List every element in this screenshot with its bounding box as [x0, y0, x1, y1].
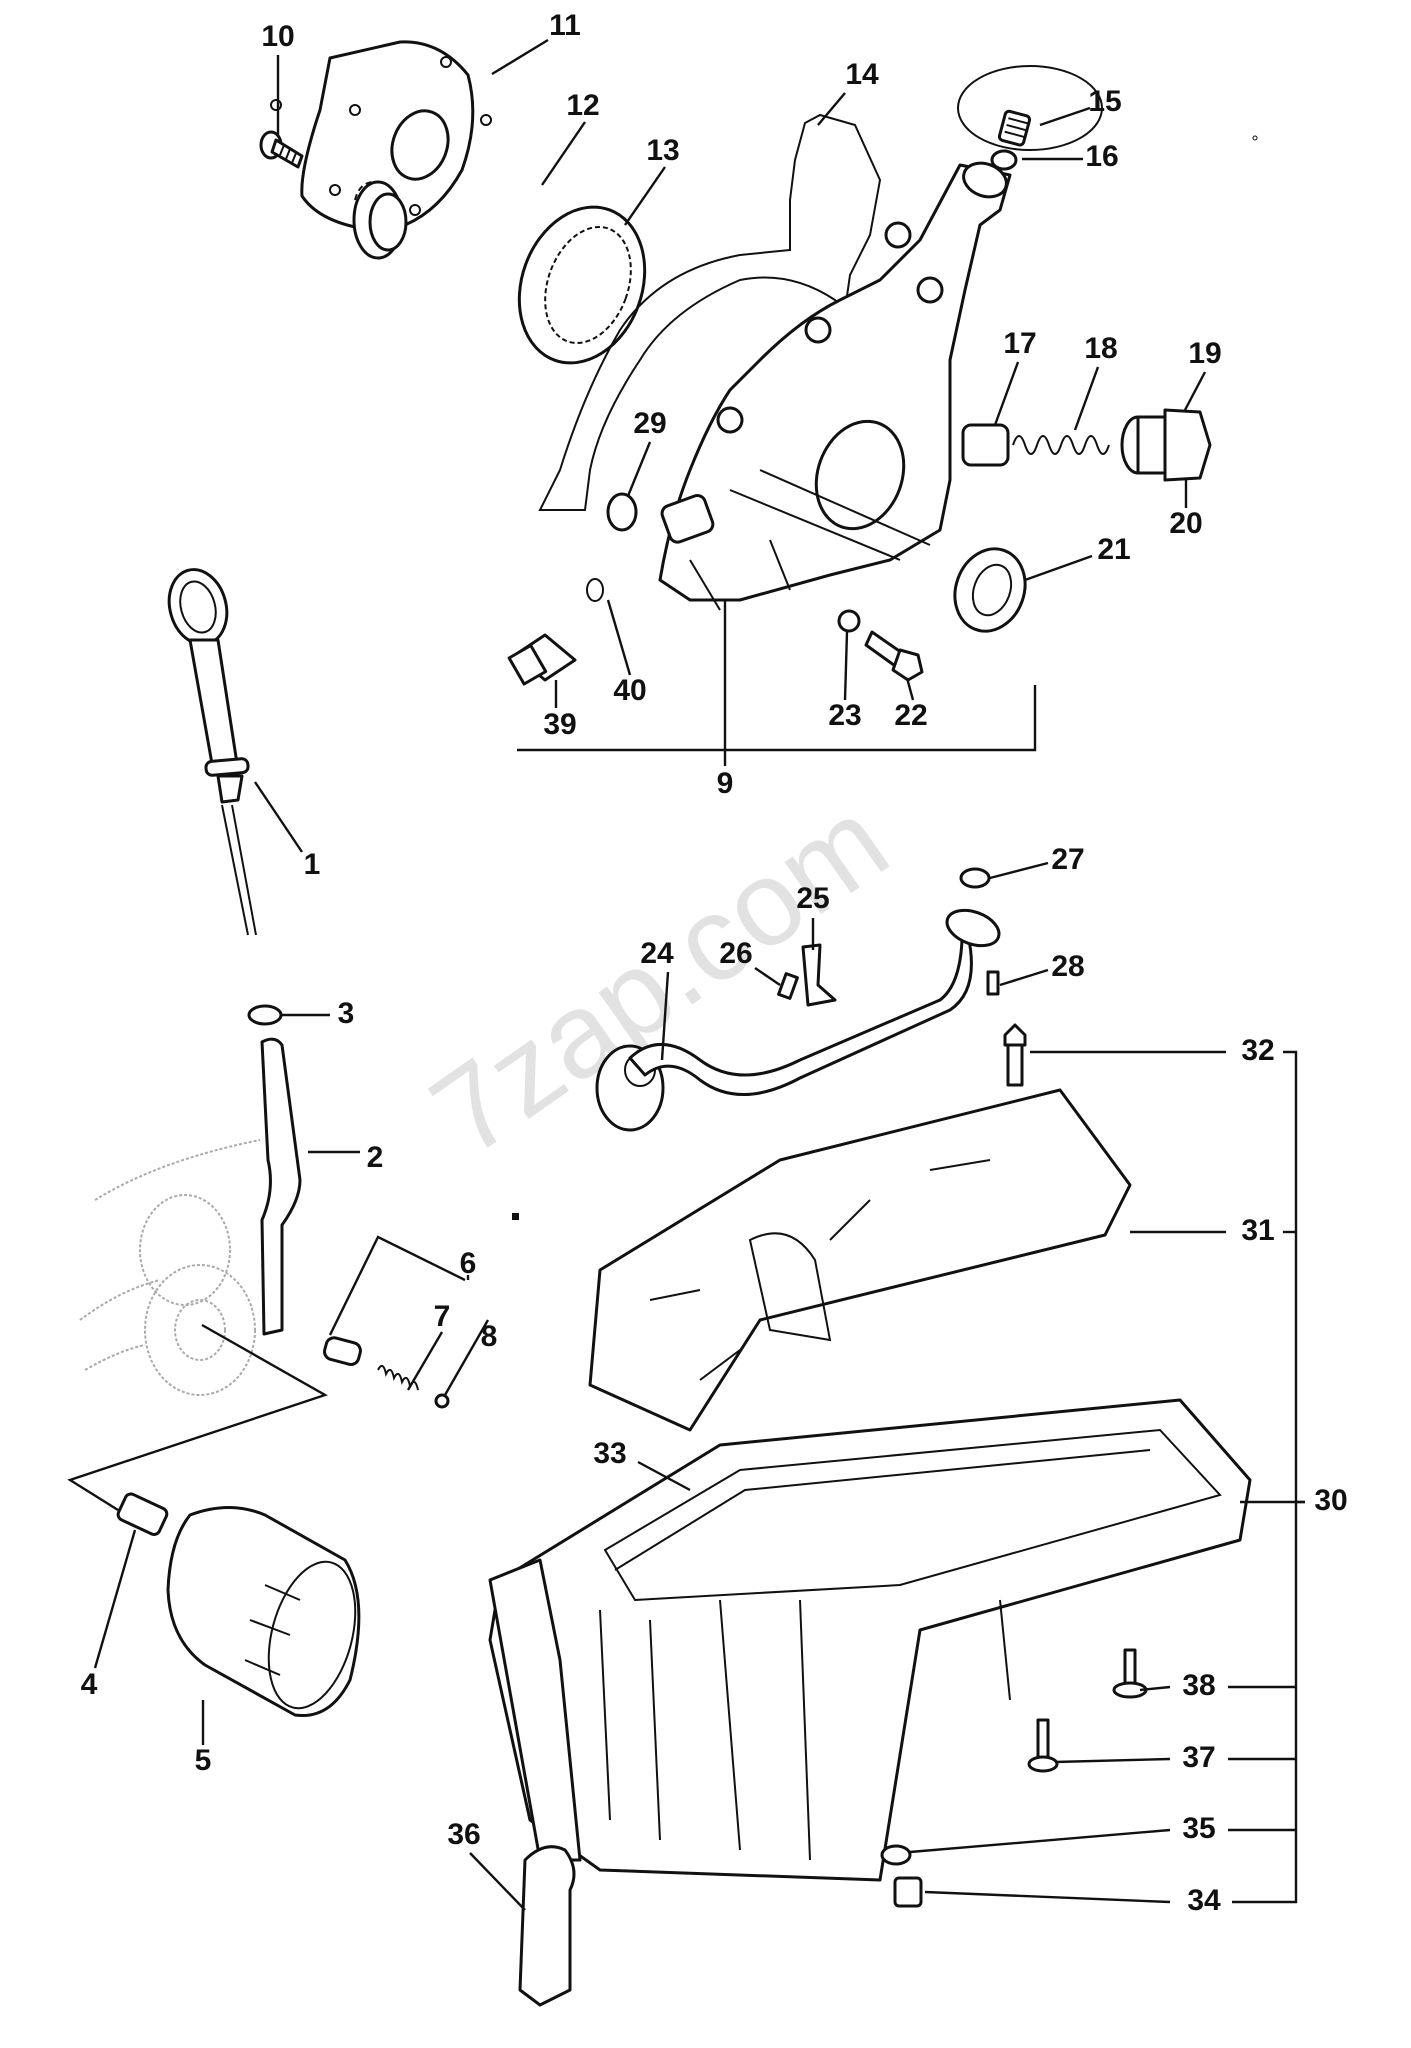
callout-4: 4 — [81, 1668, 98, 1701]
callout-37: 37 — [1182, 1741, 1215, 1774]
callout-29: 29 — [633, 407, 666, 440]
callout-13: 13 — [646, 134, 679, 167]
callout-28: 28 — [1051, 950, 1084, 983]
inner-gear-drawing — [352, 180, 408, 260]
callout-5: 5 — [195, 1744, 212, 1777]
pressure-switch-drawing — [507, 578, 604, 686]
outer-rotor-drawing — [517, 205, 647, 365]
stray-dot — [1252, 135, 1258, 141]
callout-10: 10 — [261, 20, 294, 53]
callout-8: 8 — [481, 1320, 498, 1353]
callout-1: 1 — [304, 848, 321, 881]
callout-12: 12 — [566, 89, 599, 122]
callout-23: 23 — [828, 699, 861, 732]
screw-10-drawing — [259, 130, 304, 169]
watermark: 7zap.com — [408, 773, 911, 1181]
callout-17: 17 — [1003, 327, 1036, 360]
callout-labels: 10 11 12 13 14 15 16 17 18 19 20 21 22 2… — [81, 9, 1348, 1917]
callout-31: 31 — [1241, 1214, 1274, 1247]
bolt-32-head — [1003, 1023, 1027, 1047]
leader-lines-pan — [469, 861, 1305, 1911]
valve-kit-group — [323, 1235, 470, 1409]
seal-ring-drawing — [247, 1004, 283, 1026]
oil-pump-body-drawing — [658, 161, 1012, 611]
callout-36: 36 — [447, 1818, 480, 1851]
callout-18: 18 — [1084, 332, 1117, 365]
callout-24: 24 — [640, 937, 674, 970]
callout-27: 27 — [1051, 843, 1084, 876]
pickup-group — [595, 867, 1001, 1132]
callout-7: 7 — [434, 1300, 451, 1333]
clip-drawing — [518, 1845, 576, 2007]
leader-lines-pump — [276, 38, 1207, 766]
callout-2: 2 — [367, 1141, 384, 1174]
filter-group — [67, 1323, 361, 1718]
callout-34: 34 — [1187, 1884, 1221, 1917]
callout-35: 35 — [1182, 1812, 1215, 1845]
callout-6: 6 — [460, 1247, 477, 1280]
stray-mark — [512, 1213, 519, 1220]
oil-pan-drawing — [488, 1398, 1252, 1882]
callout-11: 11 — [549, 9, 581, 42]
callout-38: 38 — [1182, 1669, 1215, 1702]
callout-32: 32 — [1241, 1034, 1274, 1067]
callout-25: 25 — [796, 882, 829, 915]
bolt-sleeve-drawing — [837, 609, 924, 682]
dipstick-group — [79, 568, 302, 1396]
leader-lines-left — [93, 781, 490, 1745]
callout-20: 20 — [1169, 507, 1202, 540]
callout-40: 40 — [613, 674, 646, 707]
relief-valve-drawing — [961, 408, 1212, 482]
callout-19: 19 — [1188, 337, 1221, 370]
oil-pump-group — [259, 40, 1212, 686]
callout-21: 21 — [1097, 533, 1130, 566]
crankshaft-seal-drawing — [953, 547, 1027, 633]
callout-16: 16 — [1085, 140, 1118, 173]
callout-26: 26 — [719, 937, 752, 970]
pan-fasteners — [518, 1648, 1148, 2007]
dowel-sleeve-drawing — [606, 492, 638, 532]
callout-39: 39 — [543, 708, 576, 741]
pump-cover-drawing — [270, 40, 492, 230]
callout-9: 9 — [717, 767, 734, 800]
callout-30: 30 — [1314, 1484, 1347, 1517]
callout-33: 33 — [593, 1437, 626, 1470]
detail-circle — [957, 65, 1103, 171]
callout-3: 3 — [338, 997, 355, 1030]
baffle-plate-drawing — [588, 1088, 1132, 1432]
callout-14: 14 — [845, 58, 879, 91]
gasket-drawing — [538, 113, 882, 511]
callout-15: 15 — [1088, 85, 1121, 118]
callout-22: 22 — [894, 699, 927, 732]
